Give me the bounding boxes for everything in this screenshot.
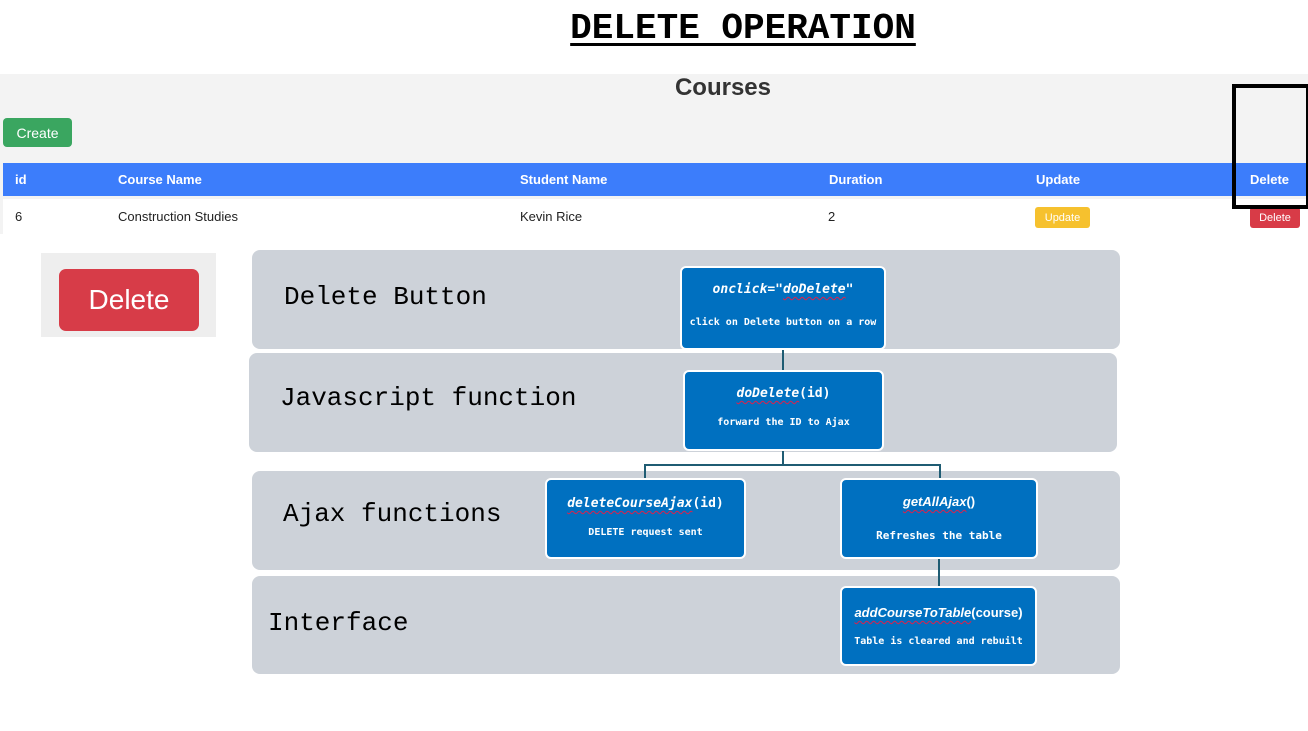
deletecourseajax-desc: DELETE request sent <box>588 527 703 538</box>
connector-onclick-to-dodelete <box>782 349 784 371</box>
deletecourseajax-fn-name: deleteCourseAjax <box>567 496 693 511</box>
cell-id: 6 <box>15 209 23 224</box>
column-header-id: id <box>15 172 27 187</box>
table-header: id Course Name Student Name Duration Upd… <box>3 163 1308 196</box>
cell-course-name: Construction Studies <box>118 209 238 224</box>
dodelete-fn-name: doDelete <box>736 386 800 401</box>
column-header-course-name: Course Name <box>118 172 202 187</box>
getallajax-box: getAllAjax() Refreshes the table <box>840 478 1038 559</box>
column-header-duration: Duration <box>829 172 883 187</box>
lane-label-interface: Interface <box>268 608 409 638</box>
delete-button[interactable]: Delete <box>1250 207 1300 228</box>
dodelete-fn-args: (id) <box>799 386 831 401</box>
onclick-prefix: onclick=" <box>712 282 783 297</box>
create-button[interactable]: Create <box>3 118 72 147</box>
onclick-suffix: " <box>845 282 854 297</box>
lane-label-ajax: Ajax functions <box>283 499 502 529</box>
connector-branch <box>644 464 941 466</box>
onclick-box: onclick="doDelete" click on Delete butto… <box>680 266 886 350</box>
dodelete-box: doDelete(id) forward the ID to Ajax <box>683 370 884 451</box>
column-header-update: Update <box>1036 172 1081 187</box>
column-header-delete: Delete <box>1250 172 1290 187</box>
page-title: DELETE OPERATION <box>570 8 916 49</box>
getallajax-fn-name: getAllAjax <box>902 494 967 509</box>
update-button[interactable]: Update <box>1035 207 1090 228</box>
cell-student-name: Kevin Rice <box>520 209 583 224</box>
getallajax-desc: Refreshes the table <box>876 529 1002 542</box>
onclick-fn-name: doDelete <box>783 282 846 297</box>
getallajax-fn-args: () <box>966 494 976 509</box>
connector-to-deleteajax <box>644 464 646 480</box>
lane-label-delete-button: Delete Button <box>284 282 487 312</box>
table-row: 6 Construction Studies Kevin Rice 2 Upda… <box>3 199 1308 234</box>
deletecourseajax-box: deleteCourseAjax(id) DELETE request sent <box>545 478 746 559</box>
lane-label-javascript: Javascript function <box>280 383 577 413</box>
zoomed-delete-button: Delete <box>59 269 199 331</box>
dodelete-desc: forward the ID to Ajax <box>717 417 850 428</box>
courses-heading: Courses <box>674 74 772 101</box>
deletecourseajax-fn-args: (id) <box>692 496 724 511</box>
cell-duration: 2 <box>828 209 836 224</box>
addcoursetotable-fn-name: addCourseToTable <box>854 605 972 620</box>
addcoursetotable-fn-args: (course) <box>971 605 1023 620</box>
column-header-student-name: Student Name <box>520 172 608 187</box>
addcoursetotable-box: addCourseToTable(course) Table is cleare… <box>840 586 1037 666</box>
connector-to-getallajax <box>939 464 941 480</box>
connector-dodelete-down <box>782 450 784 465</box>
connector-getall-to-addcourse <box>938 557 940 588</box>
addcoursetotable-desc: Table is cleared and rebuilt <box>854 636 1023 647</box>
delete-column-highlight <box>1232 84 1308 209</box>
onclick-desc: click on Delete button on a row <box>689 317 877 328</box>
